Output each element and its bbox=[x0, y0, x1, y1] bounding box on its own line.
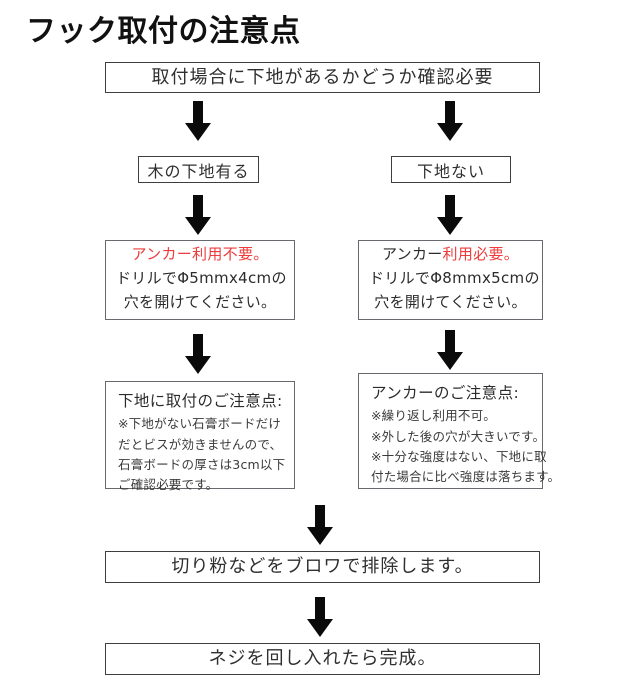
start-box-label: 取付場合に下地があるかどうか確認必要 bbox=[151, 66, 494, 88]
instruction-line-3-wood: 穴を開けてください。 bbox=[123, 292, 277, 311]
blow-box-label: 切り粉などをブロワで排除します。 bbox=[171, 556, 474, 578]
start-box: 取付場合に下地があるかどうか確認必要 bbox=[105, 62, 540, 93]
instruction-line-1-nobase: アンカー利用必要。 bbox=[369, 243, 532, 267]
notes-line-wood-1: ※下地がない石膏ボードだけ bbox=[118, 416, 282, 432]
final-box-label: ネジを回し入れたら完成。 bbox=[208, 648, 437, 670]
arrow-blow-to-final bbox=[307, 597, 333, 637]
notes-line-wood-3: 石膏ボードの厚さは3cm以下 bbox=[118, 456, 286, 472]
instruction-line-1-red-nobase: 利用必要。 bbox=[442, 245, 520, 264]
notes-line-nobase-3: ※十分な強度はない、下地に取 bbox=[371, 448, 547, 464]
instruction-box-no-base: アンカー利用必要。 ドリルでΦ8mmx5cmの 穴を開けてください。 bbox=[358, 240, 543, 320]
notes-line-nobase-1: ※繰り返し利用不可。 bbox=[371, 408, 496, 424]
condition-box-wood-base: 木の下地有る bbox=[138, 156, 259, 183]
instruction-line-1-red-wood: アンカー利用不要。 bbox=[131, 245, 269, 264]
instruction-line-3-nobase: 穴を開けてください。 bbox=[374, 292, 527, 311]
down-arrow-icon bbox=[185, 101, 211, 141]
notes-box-no-base: アンカーのご注意点: ※繰り返し利用不可。 ※外した後の穴が大きいです。 ※十分… bbox=[358, 373, 561, 489]
down-arrow-icon bbox=[437, 330, 463, 370]
arrow-notes-to-blow bbox=[307, 505, 333, 545]
blow-box: 切り粉などをブロワで排除します。 bbox=[105, 551, 540, 583]
down-arrow-icon bbox=[185, 334, 211, 374]
notes-line-nobase-2: ※外した後の穴が大きいです。 bbox=[371, 428, 546, 444]
condition-label-no-base: 下地ない bbox=[416, 161, 485, 181]
notes-line-wood-4: ご確認必要です。 bbox=[118, 477, 219, 492]
condition-box-no-base: 下地ない bbox=[391, 156, 511, 183]
notes-box-wood-base: 下地に取付のご注意点: ※下地がない石膏ボードだけ だとビスが効きませんので、 … bbox=[105, 381, 295, 492]
instruction-box-wood-base: アンカー利用不要。 ドリルでΦ5mmx4cmの 穴を開けてください。 bbox=[105, 240, 295, 320]
down-arrow-icon bbox=[185, 195, 211, 235]
page-title: フック取付の注意点 bbox=[26, 14, 301, 49]
arrow-wood-to-instruction bbox=[185, 195, 211, 235]
instruction-line-2-wood: ドリルでΦ5mmx4cmの bbox=[116, 269, 287, 288]
instruction-line-2-nobase: ドリルでΦ8mmx5cmの bbox=[369, 269, 540, 288]
notes-heading-nobase: アンカーのご注意点: bbox=[371, 384, 520, 402]
arrow-instruction-to-notes-right bbox=[437, 330, 463, 370]
down-arrow-icon bbox=[307, 597, 333, 637]
down-arrow-icon bbox=[307, 505, 333, 545]
instruction-line-1-wood: アンカー利用不要。 bbox=[116, 243, 284, 267]
notes-line-wood-2: だとビスが効きませんので、 bbox=[118, 436, 283, 452]
final-box: ネジを回し入れたら完成。 bbox=[105, 643, 540, 675]
down-arrow-icon bbox=[437, 101, 463, 141]
down-arrow-icon bbox=[437, 195, 463, 235]
notes-line-nobase-4: 付た場合に比べ強度は落ちます。 bbox=[371, 469, 561, 484]
notes-heading-wood: 下地に取付のご注意点: bbox=[118, 392, 283, 410]
arrow-instruction-to-notes-left bbox=[185, 334, 211, 374]
arrow-nobase-to-instruction bbox=[437, 195, 463, 235]
arrow-start-to-nobase bbox=[437, 101, 463, 141]
arrow-start-to-wood bbox=[185, 101, 211, 141]
condition-label-wood-base: 木の下地有る bbox=[147, 161, 250, 181]
instruction-line-1-black-nobase: アンカー bbox=[381, 245, 443, 264]
